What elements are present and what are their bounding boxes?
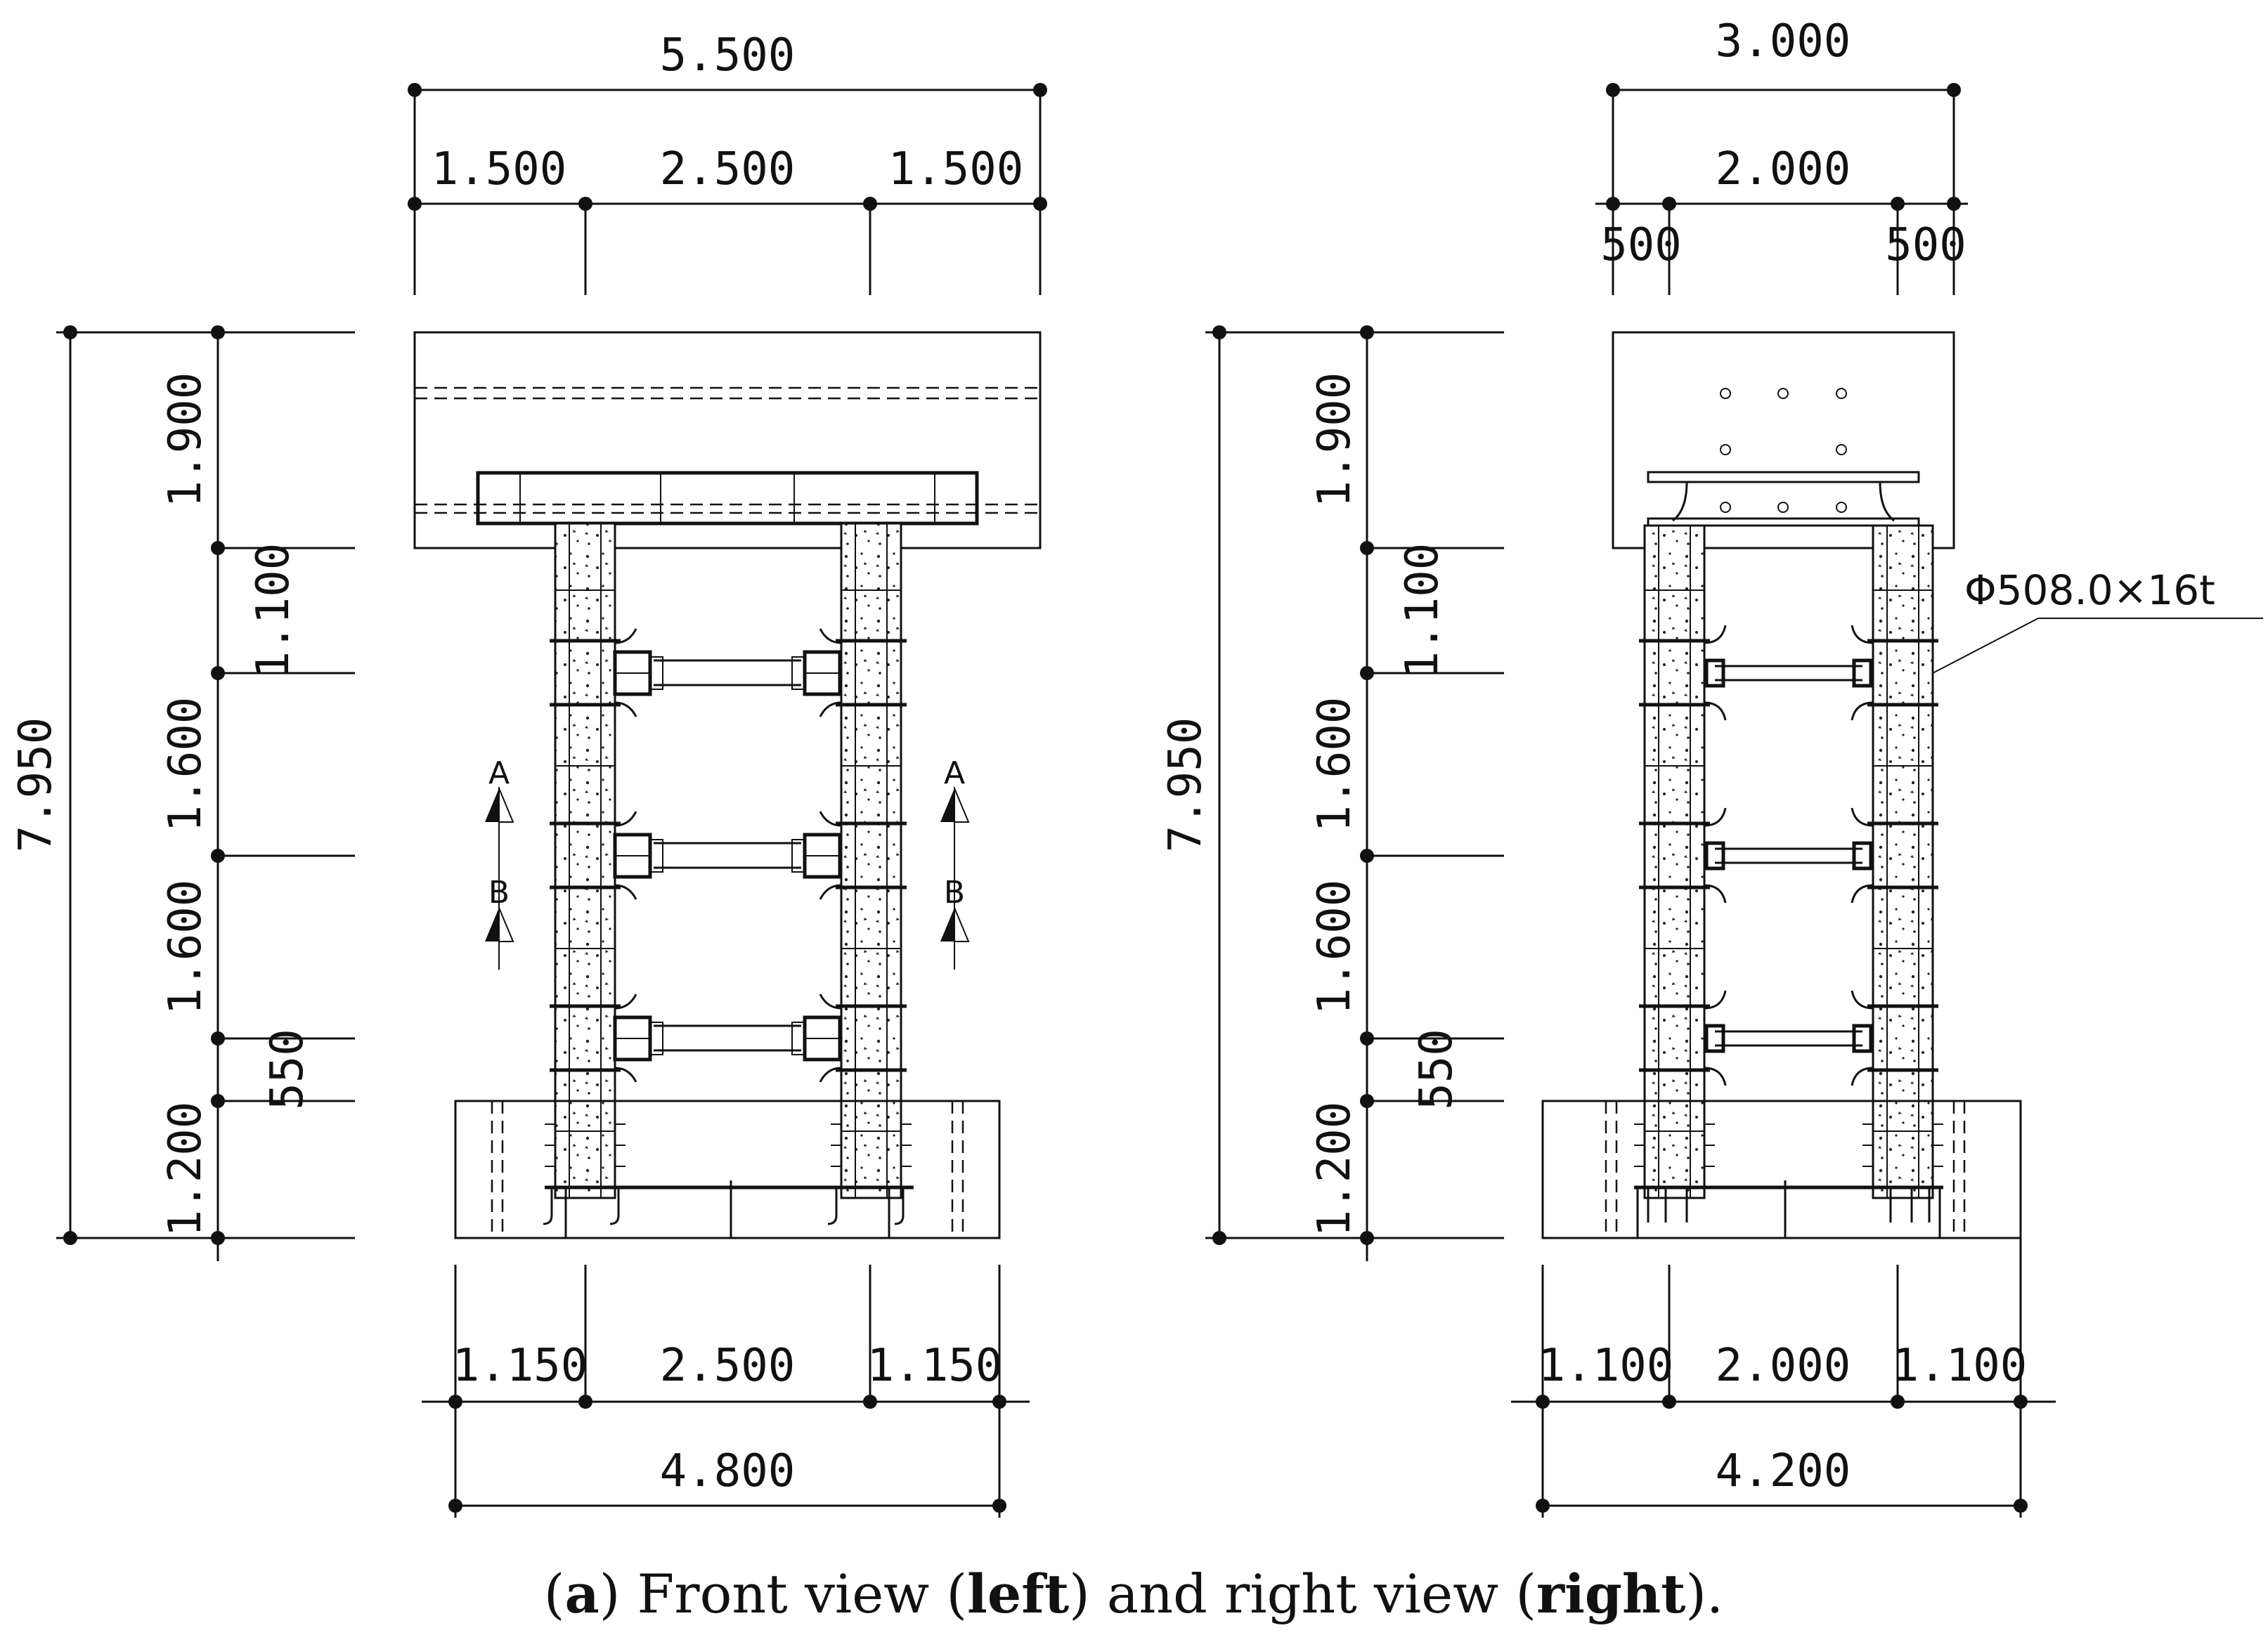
front-left-dim-5: 550 <box>261 1029 313 1110</box>
front-section-a-right: A <box>944 755 965 791</box>
front-footing <box>454 1100 1001 1239</box>
right-right-column <box>1872 524 1934 1199</box>
right-left-column <box>1643 524 1706 1199</box>
right-footing <box>1541 1100 2022 1239</box>
right-bottom-dim-2: 2.000 <box>1716 1340 1851 1392</box>
right-top-total-dim: 3.000 <box>1716 15 1851 67</box>
right-top-side-dim-2: 500 <box>1885 219 1966 271</box>
front-top-dim-3: 1.500 <box>888 143 1024 195</box>
front-left-dim-3: 1.600 <box>160 697 212 833</box>
front-cap-beam <box>413 331 1042 549</box>
right-left-dim-1: 1.900 <box>1309 372 1361 508</box>
front-left-dim-1: 1.900 <box>160 372 212 508</box>
front-section-b-left: B <box>488 875 510 911</box>
front-view: 5.500 1.500 2.500 1.500 7.950 1.900 1.10… <box>10 30 1047 1518</box>
right-left-dim-6: 1.200 <box>1309 1102 1361 1237</box>
right-column-rings <box>1639 589 1938 1132</box>
right-view: 3.000 2.000 500 500 7.950 1.900 1.100 1.… <box>1160 15 2263 1518</box>
front-top-dim-2: 2.500 <box>660 143 796 195</box>
front-bottom-dim-1: 1.150 <box>453 1340 588 1392</box>
front-section-b-right: B <box>944 875 965 911</box>
right-cap-beam <box>1612 331 1955 549</box>
right-left-total-dim: 7.950 <box>1160 717 1212 853</box>
front-left-dim-6: 1.200 <box>160 1102 212 1237</box>
front-bottom-dim-3: 1.150 <box>867 1340 1003 1392</box>
figure-caption: (a) Front view (left) and right view (ri… <box>544 1563 1723 1625</box>
front-left-total-dim: 7.950 <box>10 717 62 853</box>
front-left-dim-2: 1.100 <box>247 543 299 679</box>
right-bottom-total-dim: 4.200 <box>1716 1445 1851 1497</box>
front-section-a-left: A <box>488 755 510 791</box>
right-bottom-dim-3: 1.100 <box>1892 1340 2028 1392</box>
right-bottom-dim-1: 1.100 <box>1538 1340 1674 1392</box>
front-left-dim-4: 1.600 <box>160 880 212 1015</box>
right-left-dim-4: 1.600 <box>1309 880 1361 1015</box>
right-left-dim-5: 550 <box>1411 1029 1463 1110</box>
right-left-dim-2: 1.100 <box>1397 543 1449 679</box>
pipe-spec-label: Φ508.0×16t <box>1964 566 2215 614</box>
front-top-dim-1: 1.500 <box>432 143 567 195</box>
front-cross-beams <box>613 628 842 1083</box>
front-section-markers: A B A B <box>485 755 970 970</box>
right-top-side-dim-1: 500 <box>1600 219 1682 271</box>
front-top-total-dim: 5.500 <box>660 30 796 82</box>
right-left-dim-3: 1.600 <box>1309 697 1361 833</box>
front-steel-girder <box>476 471 979 526</box>
right-cross-beams <box>1704 625 1874 1086</box>
front-bottom-dim-2: 2.500 <box>660 1340 796 1392</box>
right-top-mid-dim: 2.000 <box>1716 143 1851 195</box>
front-left-column <box>554 522 616 1199</box>
front-bottom-total-dim: 4.800 <box>660 1445 796 1497</box>
right-cap-bolts <box>1720 388 1847 513</box>
front-column-rings <box>550 589 907 1132</box>
front-right-column <box>840 522 902 1199</box>
